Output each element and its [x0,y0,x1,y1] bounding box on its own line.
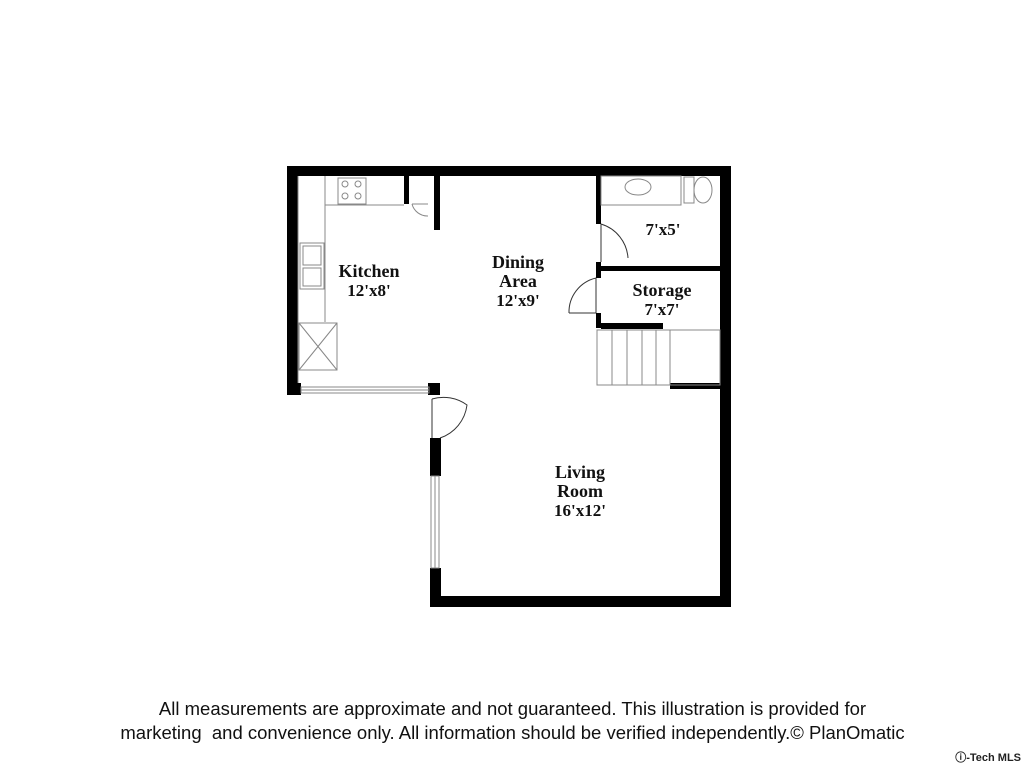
dining-dims: 12'x9' [496,291,540,310]
copyright-text: © PlanOmatic [790,722,905,743]
disclaimer-line-2: marketing and convenience only. All info… [0,721,1025,745]
storage-door [568,277,597,314]
entry-door [431,396,468,439]
kitchen-dims: 12'x8' [347,281,391,300]
dining-name-line1: Dining [491,252,545,272]
storage-dims: 7'x7' [644,300,680,319]
disclaimer-line-1: All measurements are approximate and not… [158,698,867,719]
kitchen-name: Kitchen [338,261,400,281]
kitchen-fixtures [297,176,430,394]
storage-name: Storage [632,280,692,300]
disclaimer-line-2-text: marketing and convenience only. All info… [120,722,791,743]
stairs [596,329,721,386]
living-window [430,475,440,569]
living-name-line1: Living [554,462,606,482]
living-name-line2: Room [557,481,603,501]
storage-label: Storage 7'x7' [612,280,712,320]
bath-label: 7'x5' [630,220,696,239]
dining-label: Dining Area 12'x9' [473,252,563,311]
living-dims: 16'x12' [554,501,606,520]
bath-fixtures [600,175,713,262]
living-label: Living Room 16'x12' [535,462,625,521]
kitchen-label: Kitchen 12'x8' [326,261,412,301]
dining-name-line2: Area [499,271,537,291]
bath-dims: 7'x5' [645,220,681,239]
disclaimer: All measurements are approximate and not… [0,697,1025,745]
mls-badge: ⓘ-Tech MLS [955,752,1021,764]
walls [287,166,731,607]
